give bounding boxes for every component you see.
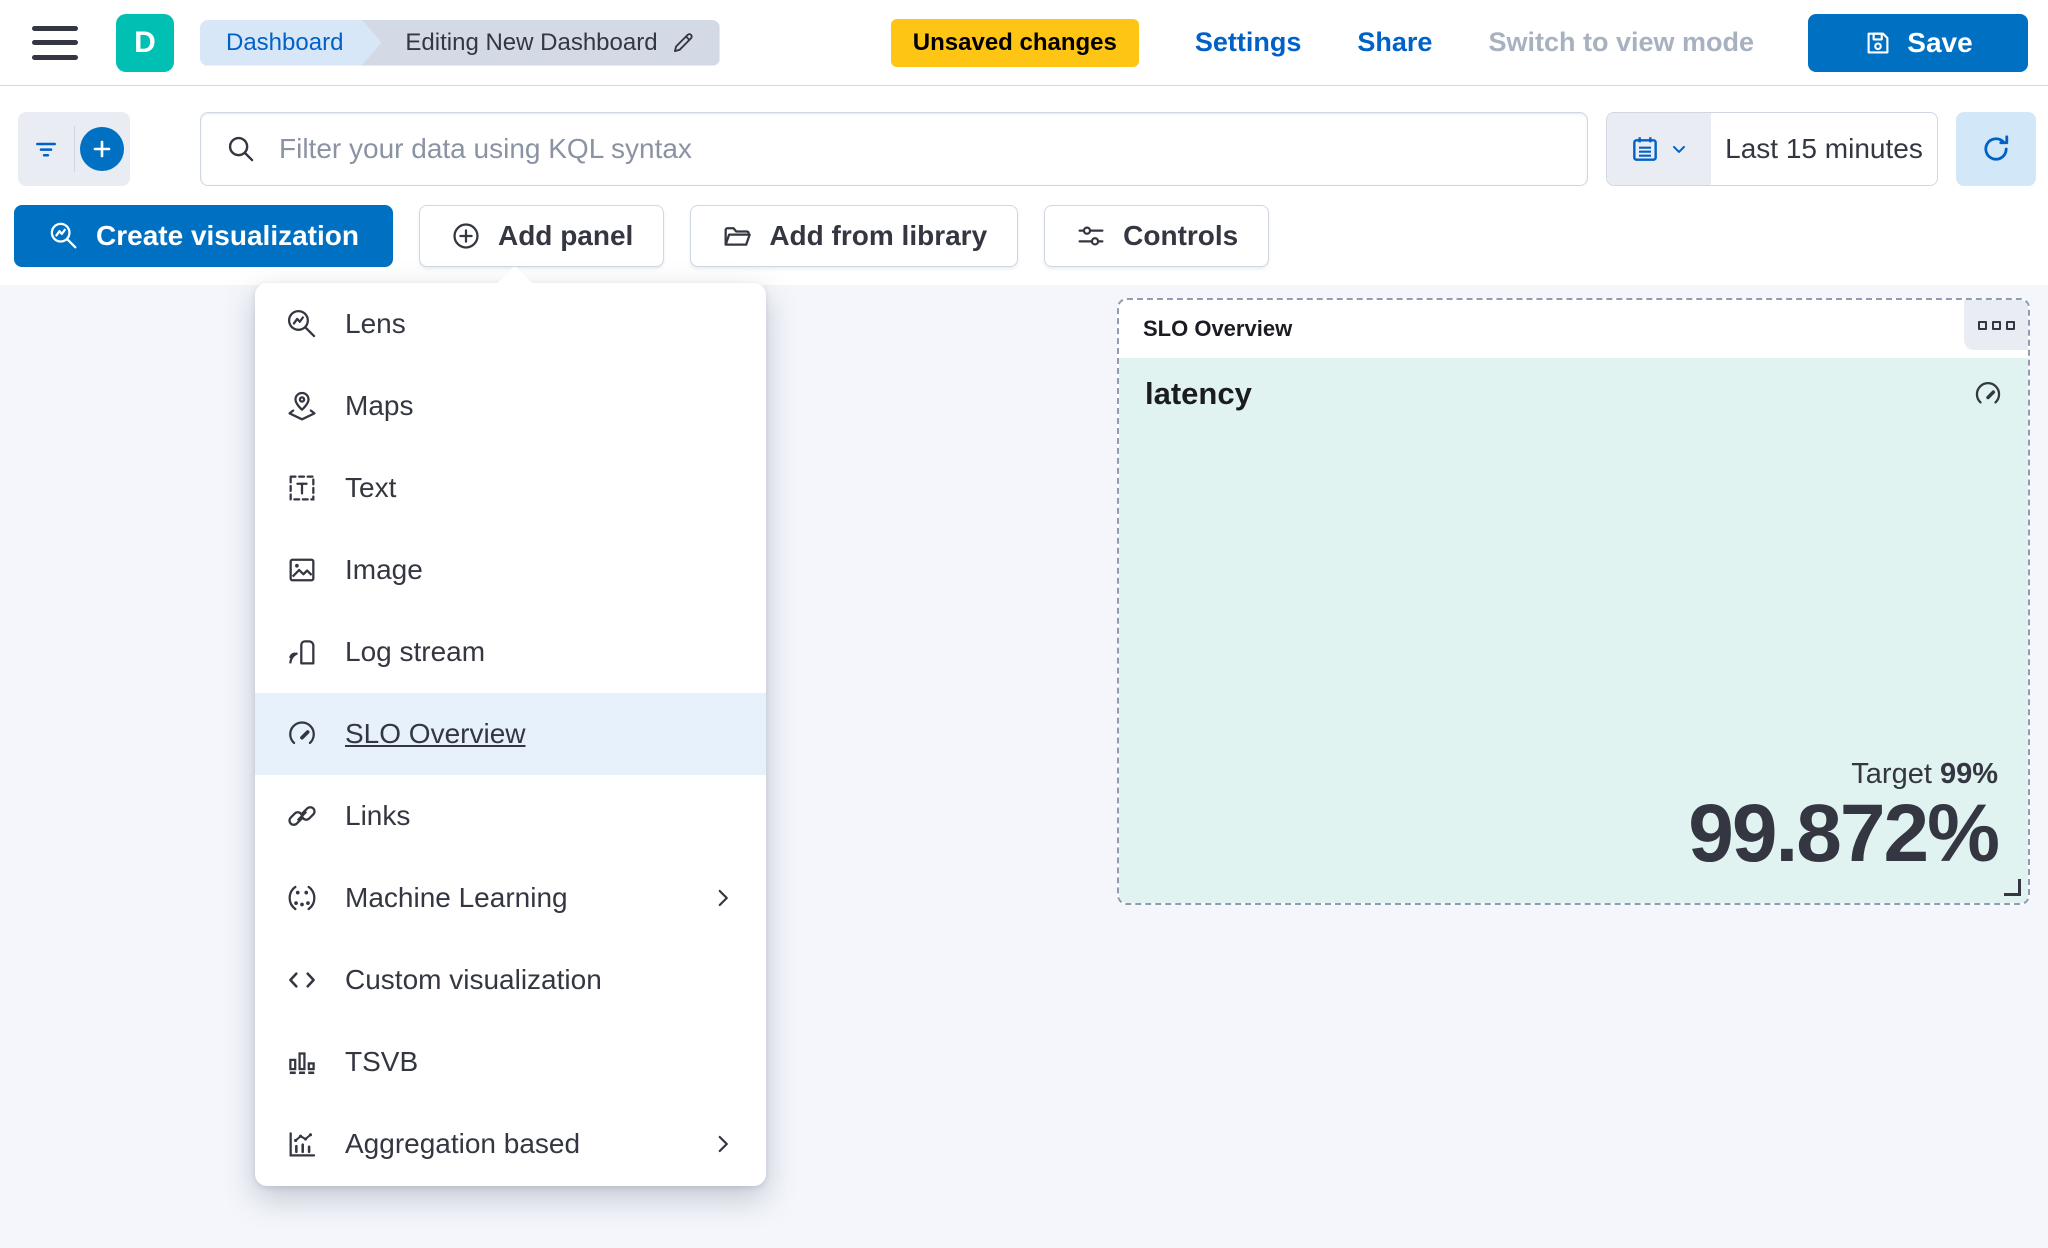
menu-hamburger-icon[interactable]	[32, 25, 78, 60]
create-visualization-label: Create visualization	[96, 220, 359, 251]
sliders-icon	[1078, 226, 1104, 246]
menu-item-label: Log stream	[345, 636, 486, 667]
time-picker-calendar-button[interactable]	[1607, 113, 1711, 185]
breadcrumb-current-label: Editing New Dashboard	[405, 28, 658, 56]
controls-button[interactable]: Controls	[1044, 205, 1270, 267]
log-stream-icon	[289, 640, 315, 665]
slo-metric-name: latency	[1145, 376, 1252, 411]
menu-item-label: Aggregation based	[345, 1128, 581, 1159]
floppy-disk-icon	[1863, 28, 1893, 58]
slo-target-label: Target	[1851, 757, 1932, 790]
gauge-icon	[1972, 378, 2004, 410]
chevron-right-icon	[718, 889, 728, 907]
menu-item-label: Custom visualization	[345, 964, 602, 995]
space-avatar[interactable]: D	[116, 13, 174, 72]
breadcrumb-current[interactable]: Editing New Dashboard	[359, 19, 720, 66]
time-range-value[interactable]: Last 15 minutes	[1725, 133, 1923, 164]
add-panel-menu: Lens Maps Text Image Log stream	[255, 283, 766, 1186]
settings-link[interactable]: Settings	[1194, 27, 1302, 57]
toolbar-zone: Last 15 minutes Create visualization Add…	[0, 87, 2048, 285]
link-icon	[288, 806, 316, 826]
menu-item-label: Machine Learning	[345, 882, 568, 913]
refresh-button[interactable]	[1956, 112, 2036, 186]
bar-chart-icon	[289, 1052, 315, 1075]
menu-item-tsvb[interactable]: TSVB	[255, 1021, 766, 1103]
filter-row: Last 15 minutes	[0, 112, 2048, 186]
menu-item-label: TSVB	[345, 1046, 419, 1077]
breadcrumb: Dashboard Editing New Dashboard	[200, 19, 720, 66]
plus-in-circle-icon	[453, 223, 479, 249]
slo-overview-panel[interactable]: SLO Overview latency Target 99% 99.872%	[1117, 298, 2030, 905]
kql-search-input[interactable]	[279, 133, 1563, 165]
filter-icon	[35, 142, 56, 157]
unsaved-changes-badge: Unsaved changes	[890, 18, 1139, 67]
menu-item-slo-overview[interactable]: SLO Overview	[255, 693, 766, 775]
search-icon	[228, 136, 254, 162]
top-header: D Dashboard Editing New Dashboard Unsave…	[0, 0, 2048, 86]
refresh-icon	[1984, 135, 2009, 161]
menu-item-label: Lens	[345, 308, 406, 339]
slo-values: Target 99% 99.872%	[1688, 757, 2000, 879]
divider	[73, 126, 75, 172]
breadcrumb-dashboard[interactable]: Dashboard	[200, 20, 381, 66]
action-row: Create visualization Add panel Add from …	[0, 205, 2048, 267]
menu-item-custom-visualization[interactable]: Custom visualization	[255, 939, 766, 1021]
menu-item-label: Links	[345, 800, 411, 831]
plus-circle-icon	[80, 127, 125, 171]
menu-item-image[interactable]: Image	[255, 529, 766, 611]
menu-item-links[interactable]: Links	[255, 775, 766, 857]
folder-icon	[724, 227, 752, 246]
menu-item-aggregation-based[interactable]: Aggregation based	[255, 1103, 766, 1185]
menu-item-label: SLO Overview	[345, 718, 526, 749]
gauge-icon	[289, 721, 315, 745]
panel-title: SLO Overview	[1143, 316, 1293, 341]
pencil-icon	[670, 30, 696, 56]
menu-item-label: Text	[345, 472, 397, 503]
image-icon	[289, 558, 315, 582]
code-icon	[289, 972, 315, 988]
share-link[interactable]: Share	[1357, 27, 1433, 57]
menu-item-maps[interactable]: Maps	[255, 365, 766, 447]
add-filter-button[interactable]	[75, 112, 131, 186]
switch-view-mode-link[interactable]: Switch to view mode	[1488, 27, 1754, 57]
add-panel-label: Add panel	[497, 220, 634, 251]
text-icon	[289, 475, 315, 501]
lens-icon	[50, 222, 77, 249]
maps-icon	[288, 391, 316, 421]
calendar-icon	[1633, 137, 1657, 161]
filter-menu-button[interactable]	[18, 112, 74, 186]
machine-learning-icon	[288, 885, 316, 911]
panel-options-button[interactable]	[1964, 300, 2028, 350]
kql-search-box	[200, 112, 1588, 186]
menu-item-label: Maps	[345, 390, 414, 421]
add-from-library-label: Add from library	[769, 220, 988, 251]
aggregation-chart-icon	[289, 1132, 316, 1157]
time-picker: Last 15 minutes	[1606, 112, 1938, 186]
controls-label: Controls	[1123, 220, 1239, 251]
menu-item-log-stream[interactable]: Log stream	[255, 611, 766, 693]
chevron-right-icon	[718, 1135, 728, 1153]
header-actions: Unsaved changes Settings Share Switch to…	[890, 13, 2048, 72]
create-visualization-button[interactable]: Create visualization	[14, 205, 393, 267]
save-button[interactable]: Save	[1808, 13, 2028, 72]
menu-item-text[interactable]: Text	[255, 447, 766, 529]
boxes-horizontal-icon	[1977, 320, 1987, 330]
lens-icon	[287, 309, 316, 338]
slo-value: 99.872%	[1688, 787, 2000, 879]
add-from-library-button[interactable]: Add from library	[690, 205, 1019, 267]
menu-item-label: Image	[345, 554, 423, 585]
filter-group	[18, 112, 130, 186]
slo-target-value: 99%	[1939, 757, 1998, 790]
add-panel-button[interactable]: Add panel	[418, 205, 665, 267]
menu-item-lens[interactable]: Lens	[255, 283, 766, 365]
panel-header: SLO Overview	[1119, 300, 2028, 358]
chevron-down-icon	[1673, 145, 1685, 153]
panel-body: latency Target 99% 99.872%	[1119, 358, 2028, 903]
menu-item-machine-learning[interactable]: Machine Learning	[255, 857, 766, 939]
save-button-label: Save	[1907, 26, 1973, 58]
panel-resize-handle[interactable]	[2004, 879, 2021, 896]
